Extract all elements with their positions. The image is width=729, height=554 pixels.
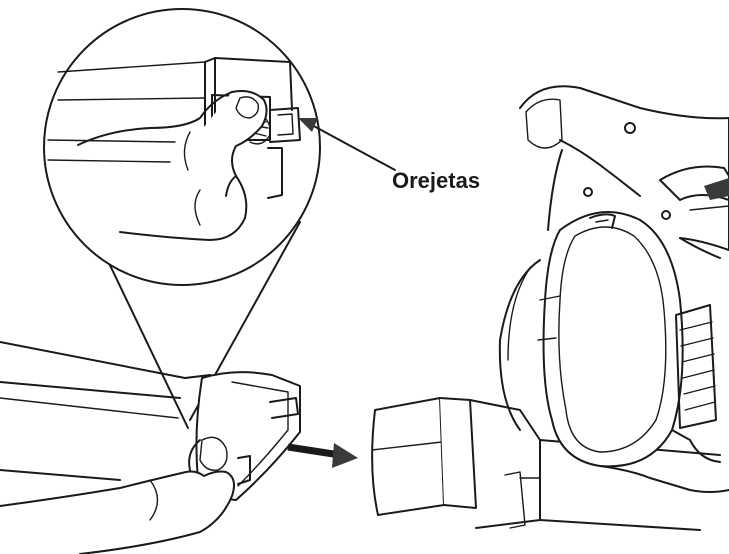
callout-arrow <box>298 118 396 171</box>
blower-outlet <box>371 397 721 531</box>
orejetas-label: Orejetas <box>392 168 481 193</box>
blower-tube <box>0 341 301 554</box>
blower-body <box>498 85 729 493</box>
vent-grille <box>675 304 717 429</box>
insert-direction-arrow <box>287 443 358 468</box>
magnified-detail-circle <box>43 8 321 286</box>
